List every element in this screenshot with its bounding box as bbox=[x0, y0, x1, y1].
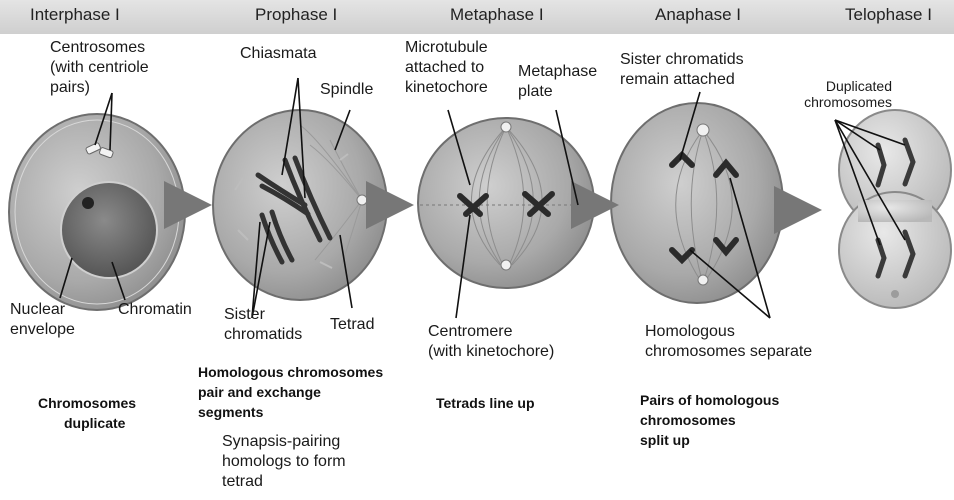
label-tetrad: Tetrad bbox=[330, 315, 374, 335]
label-centrosomes: Centrosomes (with centriole pairs) bbox=[50, 38, 149, 98]
nucleus bbox=[61, 182, 157, 278]
centrosome-top-anaphase bbox=[697, 124, 709, 136]
interphase-cell bbox=[9, 114, 185, 310]
label-sister-chromatids: Sister chromatids bbox=[224, 305, 302, 345]
label-sister-remain: Sister chromatids remain attached bbox=[620, 50, 744, 90]
summary-prophase: Homologous chromosomes pair and exchange… bbox=[198, 362, 383, 422]
centrosome-bottom-anaphase bbox=[698, 275, 708, 285]
summary-anaphase: Pairs of homologous chromosomes split up bbox=[640, 390, 779, 450]
summary-metaphase: Tetrads line up bbox=[436, 393, 535, 413]
summary-prophase-sub: Synapsis-pairing homologs to form tetrad bbox=[222, 432, 346, 492]
prophase-cell bbox=[213, 110, 387, 300]
label-homologous-separate: Homologous chromosomes separate bbox=[645, 322, 812, 362]
label-duplicated: Duplicated chromosomes bbox=[800, 78, 892, 110]
label-spindle: Spindle bbox=[320, 80, 373, 100]
centrosome-bottom bbox=[501, 260, 511, 270]
centrosome-top bbox=[501, 122, 511, 132]
label-metaphase-plate: Metaphase plate bbox=[518, 62, 597, 102]
nucleolus bbox=[82, 197, 94, 209]
label-chiasmata: Chiasmata bbox=[240, 44, 316, 64]
label-centromere: Centromere (with kinetochore) bbox=[428, 322, 554, 362]
telophase-centrosome bbox=[891, 290, 899, 298]
label-nuclear-envelope: Nuclear envelope bbox=[10, 300, 75, 340]
label-microtubule: Microtubule attached to kinetochore bbox=[405, 38, 488, 98]
label-chromatin: Chromatin bbox=[118, 300, 192, 320]
metaphase-cell bbox=[418, 118, 594, 288]
centrosome-prophase bbox=[357, 195, 367, 205]
telophase-cells bbox=[839, 110, 951, 308]
summary-interphase: Chromosomes duplicate bbox=[38, 393, 136, 433]
